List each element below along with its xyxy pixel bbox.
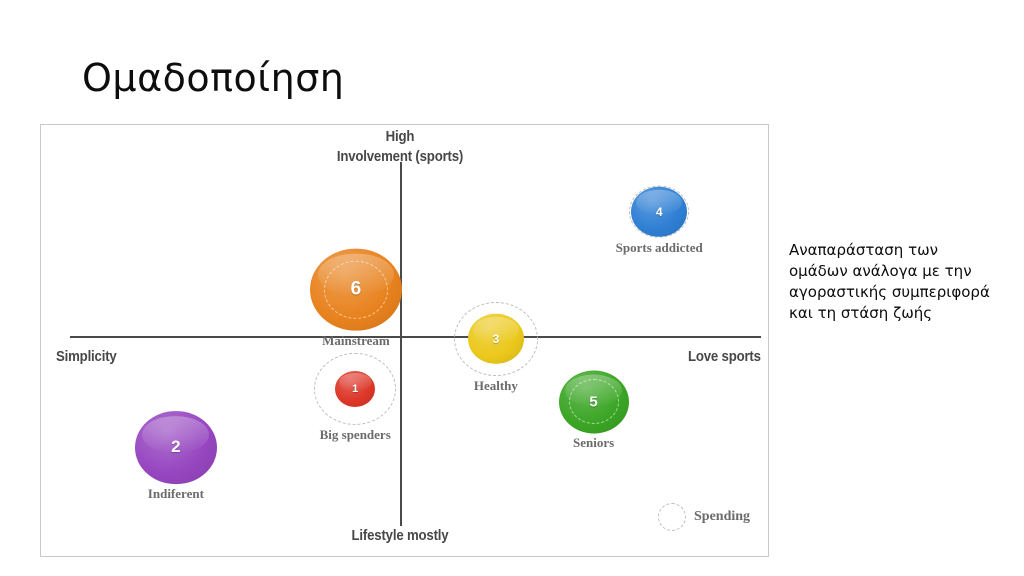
spending-ring [314,352,397,425]
bubble-circle[interactable]: 2 [134,410,217,485]
spending-ring [629,185,690,238]
side-note-text: Αναπαράσταση των ομάδων ανάλογα με την α… [789,241,990,322]
chart-legend: Spending [658,503,750,531]
dashed-circle-icon [658,503,686,531]
bubble-value: 2 [171,437,181,457]
vertical-axis [400,162,402,526]
bubble-label: Indiferent [147,486,204,502]
bubble-label: Seniors [572,435,615,451]
bubble-label: Sports addicted [615,239,703,255]
bubble-label: Healthy [473,377,518,393]
spending-ring [453,301,538,376]
bubble-value: 6 [350,278,362,300]
bubble-value: 1 [352,382,359,395]
horizontal-axis [70,336,761,338]
bubble-circle[interactable]: 3 [467,313,524,365]
axis-label-top-line2: Involvement (sports) [336,148,464,165]
chart-container: High Involvement (sports) Lifestyle most… [40,124,769,557]
bubble-circle[interactable]: 1 [335,370,376,407]
axis-label-bottom: Lifestyle mostly [351,527,449,544]
axis-label-top-line1: High [385,128,415,145]
bubble-circle[interactable]: 6 [309,248,402,331]
axis-label-left: Simplicity [56,348,117,365]
bubble-value: 3 [492,331,500,346]
axis-label-right: Love sports [688,348,761,365]
bubble-label: Big spenders [319,426,391,442]
bubble-value: 5 [589,393,598,411]
bubble-value: 4 [655,204,663,219]
bubble-circle[interactable]: 4 [631,186,688,237]
bubble-label: Mainstream [322,332,390,348]
axis-label-top: High Involvement (sports) [290,127,510,167]
bubble-circle[interactable]: 5 [558,370,629,434]
legend-label: Spending [694,509,751,524]
page-title: Ομαδοποίηση [82,56,345,100]
